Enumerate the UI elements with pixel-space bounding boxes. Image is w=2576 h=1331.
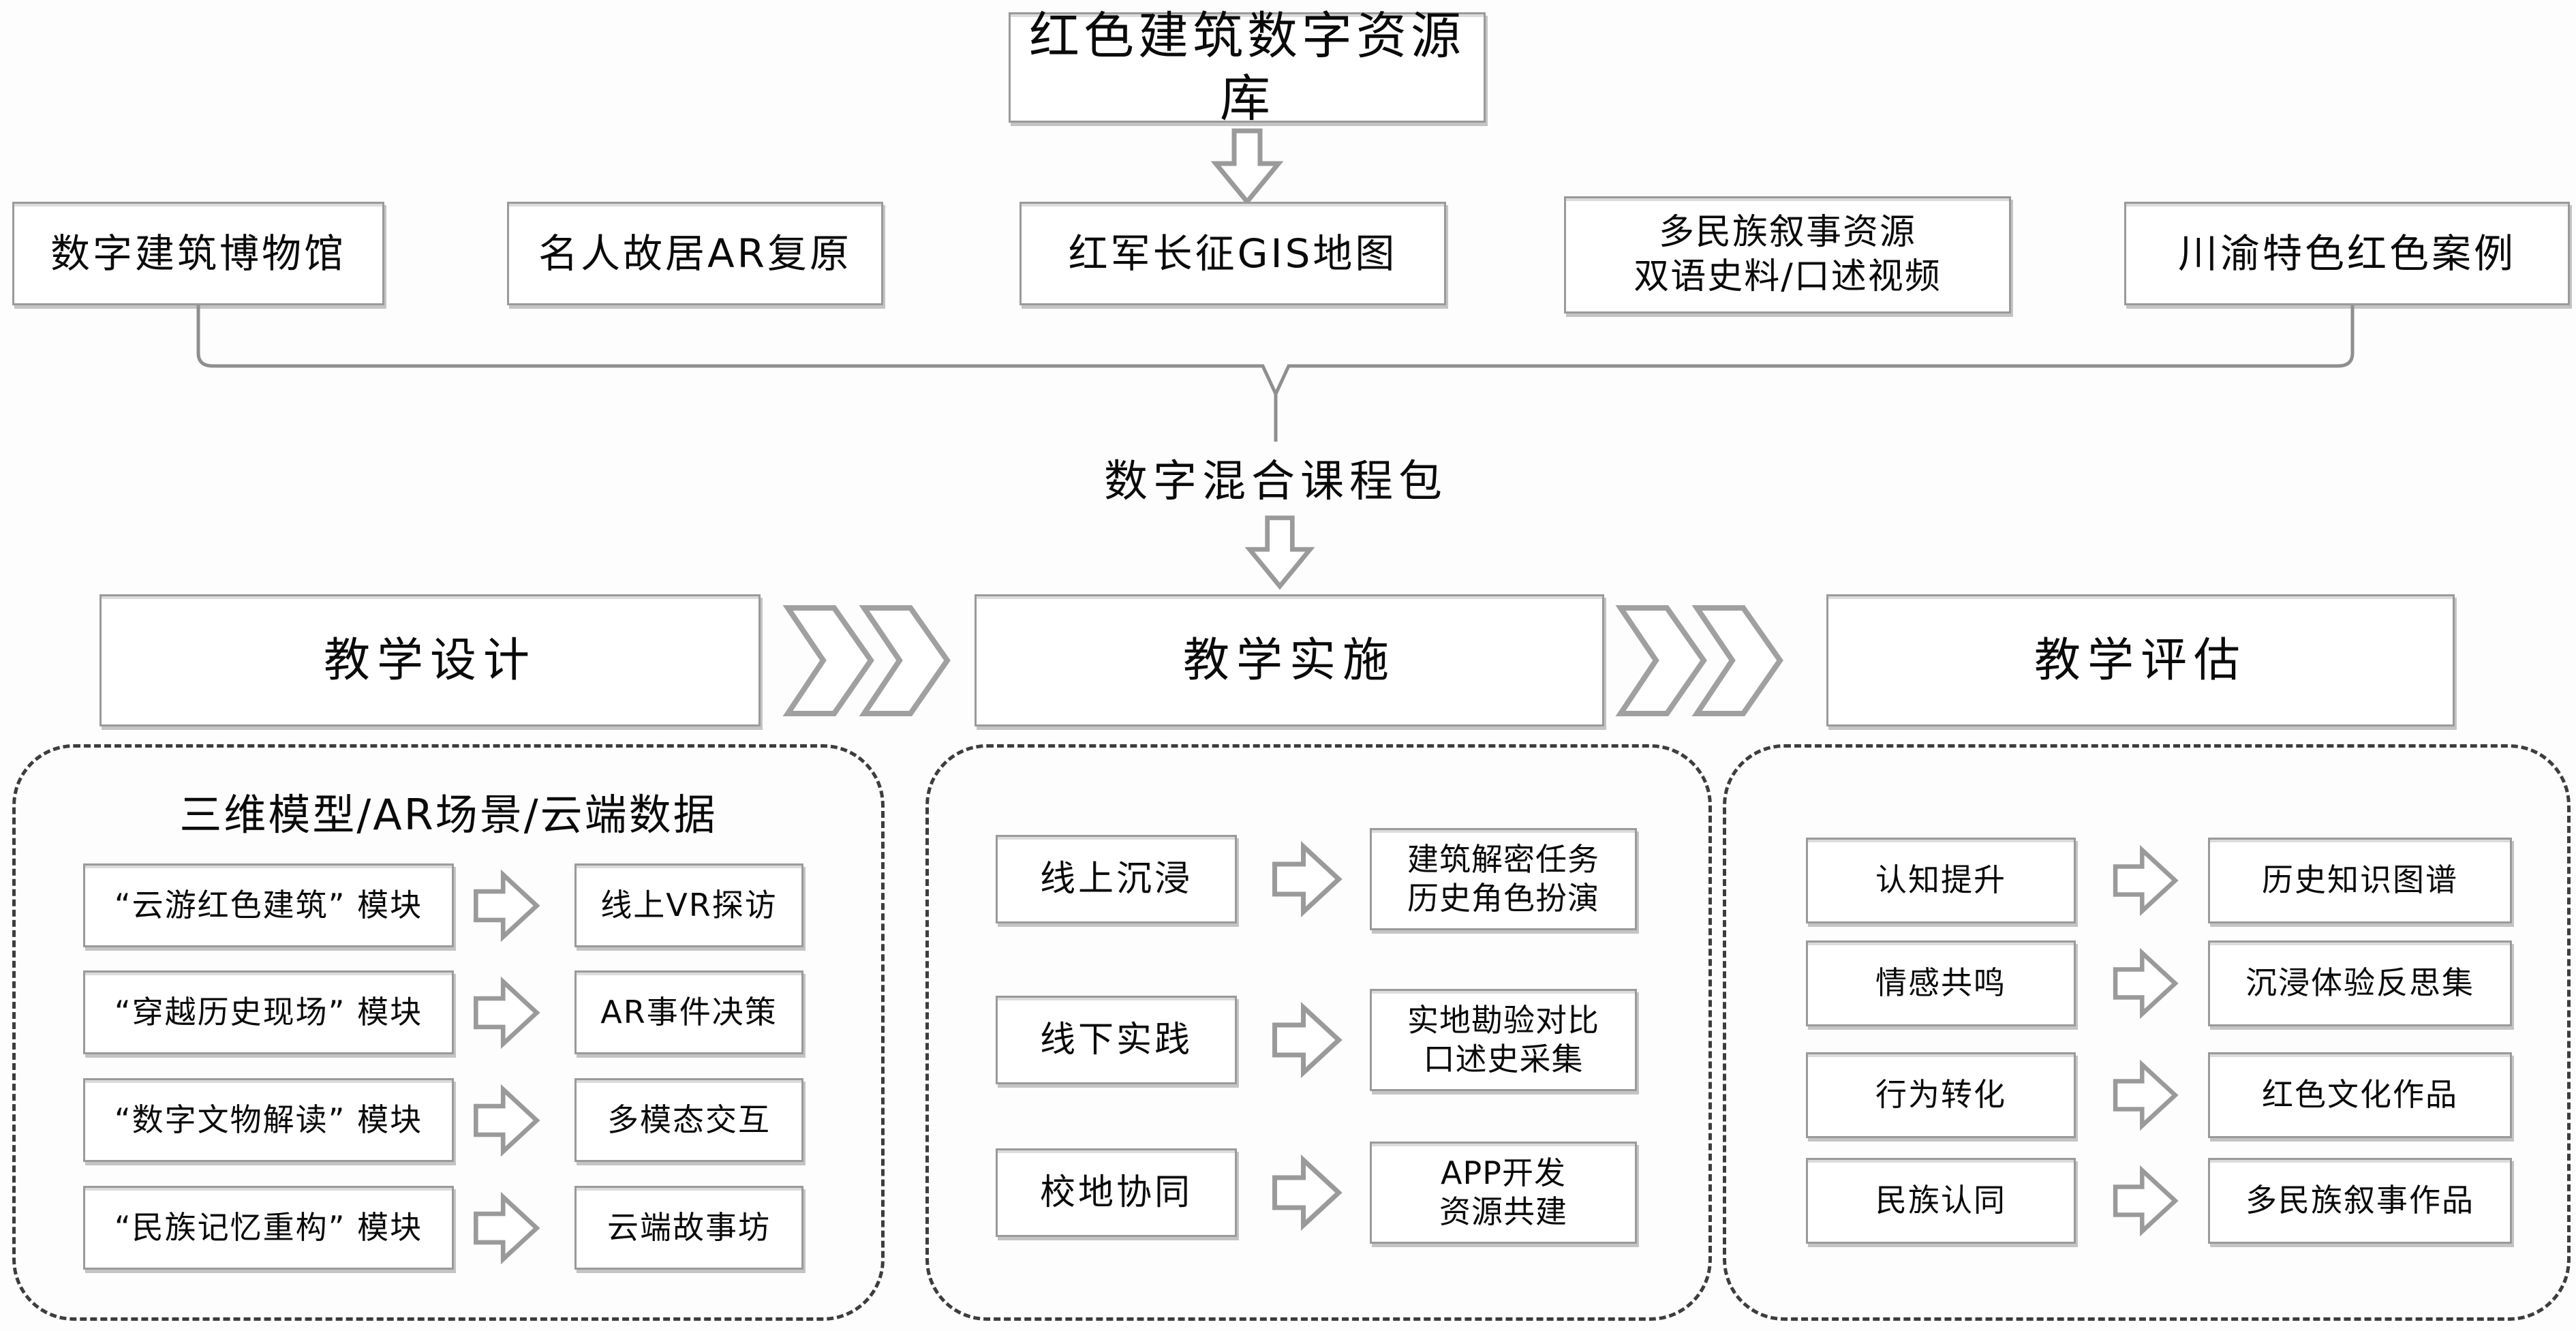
- activity-label-line2: 历史角色扮演: [1407, 880, 1599, 917]
- evaluation-dimension-box: 行为转化: [1806, 1052, 2076, 1138]
- stage-box-teaching-evaluation: 教学评估: [1826, 594, 2455, 726]
- dimension-label: 认知提升: [1875, 861, 2006, 899]
- design-module-box: “民族记忆重构” 模块: [83, 1186, 454, 1270]
- resource-label-line2: 双语史料/口述视频: [1634, 256, 1942, 297]
- right-arrow-icon: [474, 869, 540, 943]
- right-arrow-icon: [1272, 1154, 1343, 1231]
- chevron-right-icon: [859, 605, 951, 716]
- dimension-label: 行为转化: [1875, 1076, 2006, 1114]
- right-arrow-icon: [2113, 1059, 2179, 1131]
- down-arrow-icon: [1244, 515, 1315, 590]
- output-label: AR事件决策: [600, 993, 778, 1030]
- implementation-activity-box: 实地勘验对比 口述史采集: [1370, 989, 1637, 1091]
- chevron-right-icon: [1615, 605, 1707, 716]
- stage-box-teaching-design: 教学设计: [99, 594, 761, 726]
- design-output-box: 线上VR探访: [574, 863, 803, 947]
- zone-teaching-implementation: [925, 744, 1712, 1321]
- resource-box-multiethnic-narrative: 多民族叙事资源 双语史料/口述视频: [1564, 196, 2011, 313]
- stage-label: 教学实施: [1182, 633, 1396, 688]
- design-module-box: “云游红色建筑” 模块: [83, 863, 454, 947]
- evaluation-output-box: 多民族叙事作品: [2208, 1158, 2512, 1244]
- design-output-box: 多模态交互: [574, 1078, 803, 1162]
- root-box-red-building-digital-resource-library: 红色建筑数字资源库: [1009, 7, 1486, 128]
- right-arrow-icon: [2113, 1165, 2179, 1237]
- evaluation-dimension-box: 情感共鸣: [1806, 940, 2076, 1026]
- module-label: “数字文物解读” 模块: [114, 1101, 423, 1138]
- resource-box-digital-architecture-museum: 数字建筑博物馆: [12, 202, 384, 305]
- evaluation-output-box: 红色文化作品: [2208, 1052, 2512, 1138]
- output-label: 多民族叙事作品: [2245, 1182, 2474, 1219]
- zone-design-title: 三维模型/AR场景/云端数据: [179, 790, 718, 840]
- module-label: “云游红色建筑” 模块: [114, 886, 423, 923]
- implementation-activity-box: 建筑解密任务 历史角色扮演: [1370, 828, 1637, 930]
- implementation-activity-box: APP开发 资源共建: [1370, 1142, 1637, 1244]
- root-box-label: 红色建筑数字资源库: [1029, 6, 1465, 129]
- output-label: 红色文化作品: [2262, 1076, 2458, 1114]
- output-label: 云端故事坊: [607, 1208, 771, 1246]
- dimension-label: 民族认同: [1875, 1182, 2006, 1219]
- resource-label: 川渝特色红色案例: [2177, 230, 2516, 277]
- implementation-mode-box: 线上沉浸: [996, 835, 1237, 923]
- down-arrow-icon: [1210, 128, 1284, 206]
- module-label: “民族记忆重构” 模块: [114, 1208, 423, 1246]
- mode-label: 线上沉浸: [1039, 858, 1193, 900]
- design-module-box: “数字文物解读” 模块: [83, 1078, 454, 1162]
- resource-box-long-march-gis-map: 红军长征GIS地图: [1019, 202, 1446, 305]
- right-arrow-icon: [1272, 1002, 1343, 1078]
- mode-label: 校地协同: [1039, 1172, 1193, 1213]
- resource-label: 红军长征GIS地图: [1068, 230, 1398, 277]
- right-arrow-icon: [474, 976, 540, 1050]
- resource-box-celebrity-residence-ar: 名人故居AR复原: [507, 202, 883, 305]
- activity-label-line1: APP开发: [1441, 1154, 1566, 1191]
- right-arrow-icon: [2113, 844, 2179, 917]
- right-arrow-icon: [2113, 947, 2179, 1020]
- resource-label-line1: 多民族叙事资源: [1658, 212, 1916, 253]
- design-output-box: 云端故事坊: [574, 1186, 803, 1270]
- stage-label: 教学设计: [323, 633, 536, 688]
- output-label: 线上VR探访: [600, 886, 778, 923]
- hub-label-digital-blended-course-package: 数字混合课程包: [1104, 457, 1447, 507]
- right-arrow-icon: [474, 1191, 540, 1265]
- design-output-box: AR事件决策: [574, 970, 803, 1054]
- resource-label: 名人故居AR复原: [538, 230, 852, 277]
- mode-label: 线下实践: [1039, 1019, 1193, 1060]
- activity-label-line1: 实地勘验对比: [1407, 1001, 1599, 1039]
- implementation-mode-box: 校地协同: [996, 1148, 1237, 1237]
- module-label: “穿越历史现场” 模块: [114, 993, 423, 1030]
- activity-label-line2: 资源共建: [1439, 1193, 1567, 1230]
- zone-teaching-evaluation: [1723, 744, 2571, 1321]
- right-arrow-icon: [1272, 841, 1343, 917]
- evaluation-output-box: 历史知识图谱: [2208, 838, 2512, 923]
- chevron-right-icon: [1691, 605, 1783, 716]
- bracket-connector: [196, 305, 2355, 442]
- right-arrow-icon: [474, 1084, 540, 1157]
- dimension-label: 情感共鸣: [1875, 964, 2006, 1002]
- resource-label: 数字建筑博物馆: [50, 230, 346, 277]
- activity-label-line1: 建筑解密任务: [1407, 840, 1599, 878]
- design-module-box: “穿越历史现场” 模块: [83, 970, 454, 1054]
- evaluation-dimension-box: 民族认同: [1806, 1158, 2076, 1244]
- output-label: 沉浸体验反思集: [2245, 964, 2474, 1002]
- stage-label: 教学评估: [2034, 633, 2247, 688]
- evaluation-dimension-box: 认知提升: [1806, 838, 2076, 923]
- evaluation-output-box: 沉浸体验反思集: [2208, 940, 2512, 1026]
- activity-label-line2: 口述史采集: [1423, 1041, 1584, 1077]
- output-label: 历史知识图谱: [2262, 861, 2458, 899]
- chevron-right-icon: [782, 605, 874, 716]
- stage-box-teaching-implementation: 教学实施: [975, 594, 1604, 726]
- implementation-mode-box: 线下实践: [996, 996, 1237, 1084]
- output-label: 多模态交互: [607, 1101, 771, 1138]
- resource-box-chuanyu-red-cases: 川渝特色红色案例: [2124, 202, 2570, 305]
- zone-teaching-design: [12, 744, 885, 1321]
